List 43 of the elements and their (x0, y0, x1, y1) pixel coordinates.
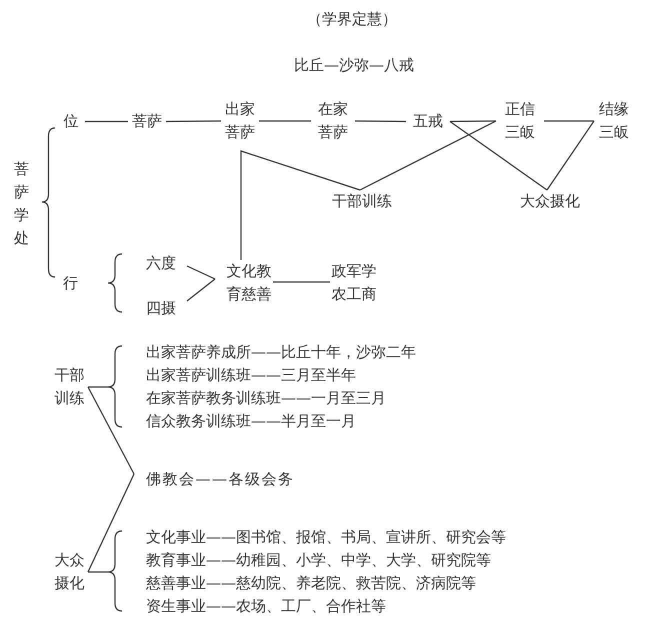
list-item-text: 教育事业——幼稚园、小学、中学、大学、研究院等 (146, 550, 491, 571)
term-label: 在家菩萨 (311, 98, 355, 144)
note-text: 比丘—沙弥—八戒 (294, 55, 414, 76)
term-label: 大众摄化 (518, 190, 582, 213)
term-label: 佛教会——各级会务 (134, 468, 306, 491)
connector-line (273, 281, 330, 283)
term-label: 五戒 (406, 110, 450, 133)
connector-line (186, 265, 216, 280)
connector-line (259, 120, 311, 122)
term-label: 出家菩萨 (221, 98, 259, 144)
connector-line (544, 120, 594, 122)
term-label: 六度 (146, 252, 187, 275)
connector-line (186, 278, 216, 302)
term-label: 位 (57, 110, 85, 133)
term-label: 大众摄化 (51, 549, 88, 595)
term-label: 正信三皈 (496, 98, 544, 144)
list-item-text: 文化事业——图书馆、报馆、书局、宣讲所、研究会等 (146, 527, 506, 548)
term-label: 四摄 (146, 297, 187, 320)
list-item-text: 慈善事业——慈幼院、养老院、救苦院、济病院等 (146, 573, 476, 594)
list-item-text: 信众教务训练班——半月至一月 (146, 411, 356, 432)
connector-line (87, 386, 135, 474)
connector-line (360, 120, 496, 191)
connector-line (85, 120, 128, 122)
term-label: 文化教育慈善 (215, 260, 273, 306)
note-text: 行 (63, 273, 78, 294)
list-item-text: 在家菩萨教务训练班——一月至三月 (146, 388, 386, 409)
title-text: （学界定慧） (306, 9, 398, 30)
term-label: 结缘三皈 (594, 98, 634, 144)
list-item-text: 出家菩萨训练班——三月至半年 (146, 365, 356, 386)
connector-line (355, 120, 406, 122)
term-label: 政军学农工商 (330, 260, 378, 306)
connector-line (450, 120, 496, 122)
list-item-text: 出家菩萨养成所——比丘十年，沙弥二年 (146, 342, 416, 363)
connector-line (450, 121, 548, 190)
connector-line (240, 150, 360, 260)
term-label: 菩萨 (128, 110, 166, 133)
category-label: 菩萨学处 (14, 159, 29, 249)
connector-line (546, 120, 594, 190)
term-label: 干部训练 (330, 190, 394, 213)
connector-line (87, 474, 135, 572)
list-item-text: 资生事业——农场、工厂、合作社等 (146, 596, 386, 617)
connector-line (166, 120, 221, 122)
term-label: 干部训练 (51, 364, 88, 410)
